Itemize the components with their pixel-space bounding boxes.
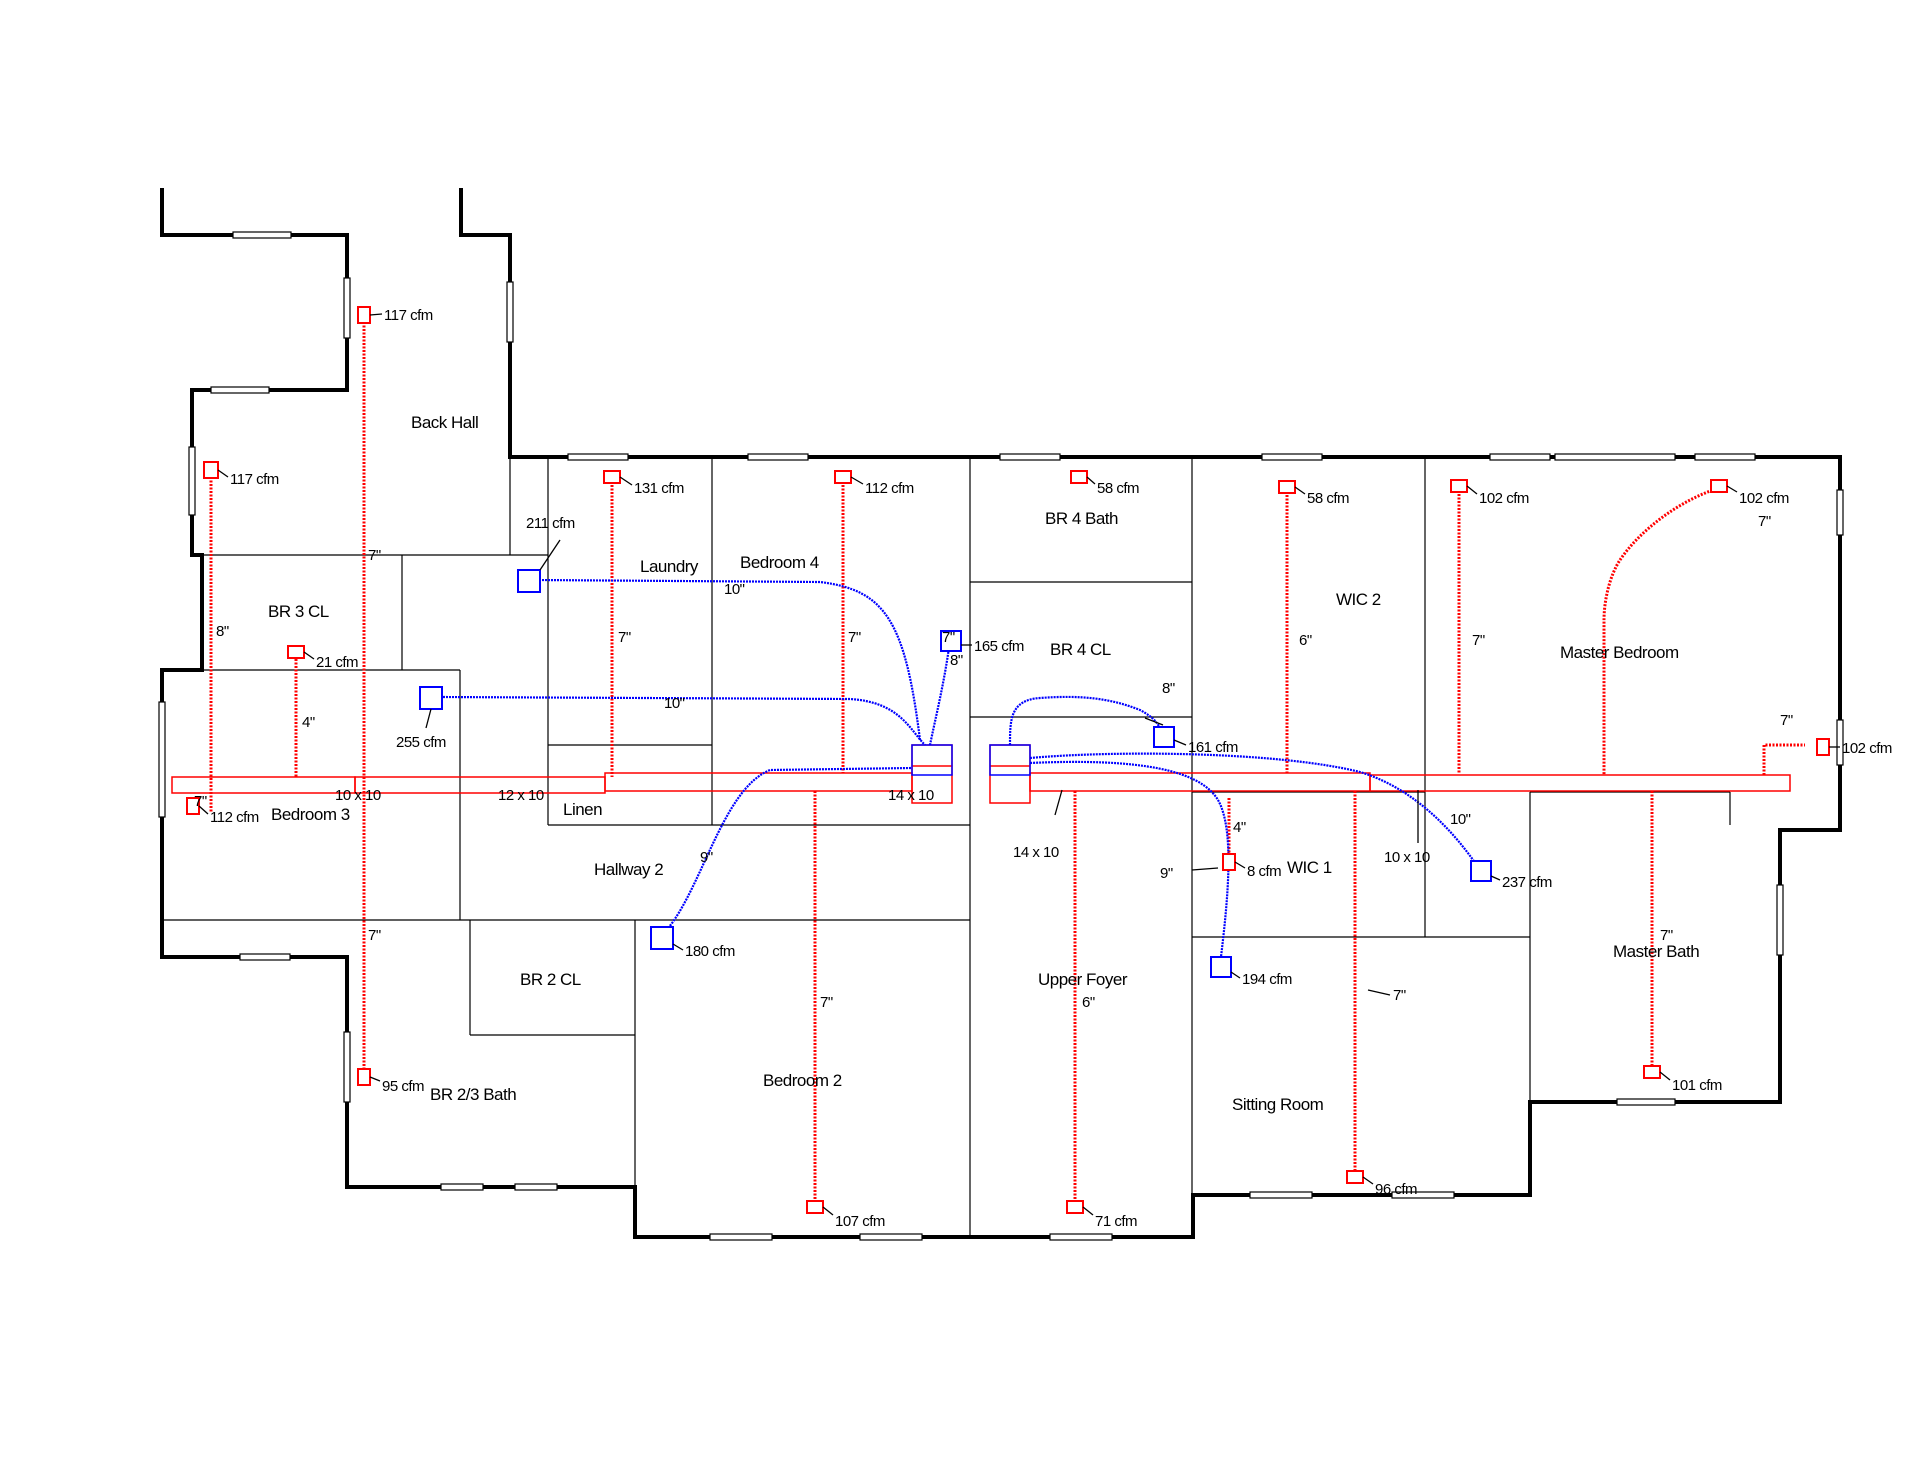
duct-size-d13: 7" bbox=[1758, 513, 1771, 530]
room-label-bedroom3: Bedroom 3 bbox=[271, 805, 350, 824]
duct-size-d3: 4" bbox=[302, 714, 315, 731]
duct-size-d19: 9" bbox=[700, 849, 713, 866]
duct-size-d1: 7" bbox=[368, 547, 381, 564]
room-label-br3-cl: BR 3 CL bbox=[268, 602, 329, 621]
supply-cfm-br4bath: 58 cfm bbox=[1097, 480, 1139, 497]
return-cfm-hall: 255 cfm bbox=[396, 734, 446, 751]
trunk-size-t1: 10 x 10 bbox=[335, 787, 381, 804]
supply-cfm-bed3a: 21 cfm bbox=[316, 654, 358, 671]
supply-cfm-br23bath: 95 cfm bbox=[382, 1078, 424, 1095]
room-label-br23-bath: BR 2/3 Bath bbox=[430, 1085, 516, 1104]
supply-cfm-br3cl: 117 cfm bbox=[230, 471, 279, 488]
supply-cfm-backhall: 117 cfm bbox=[384, 307, 433, 324]
duct-size-d15: 7" bbox=[848, 629, 861, 646]
room-label-bedroom4: Bedroom 4 bbox=[740, 553, 819, 572]
supply-cfm-foyer: 71 cfm bbox=[1095, 1213, 1137, 1230]
trunk-size-t5: 10 x 10 bbox=[1384, 849, 1430, 866]
duct-size-d6: 7" bbox=[618, 629, 631, 646]
duct-size-d17: 9" bbox=[1160, 865, 1173, 882]
room-label-wic2: WIC 2 bbox=[1336, 590, 1381, 609]
duct-size-d9: 8" bbox=[950, 652, 963, 669]
duct-size-d5: 7" bbox=[368, 927, 381, 944]
room-label-master-bath: Master Bath bbox=[1613, 942, 1699, 961]
room-label-upper-foyer: Upper Foyer bbox=[1038, 970, 1128, 989]
duct-size-d8: 10" bbox=[664, 695, 685, 712]
return-cfm-bed2: 180 cfm bbox=[685, 943, 735, 960]
return-cfm-labels: 211 cfm 255 cfm 165 cfm 161 cfm 237 cfm … bbox=[396, 515, 1552, 988]
windows bbox=[158, 231, 1844, 1241]
duct-size-labels: 7" 8" 4" 7" 7" 7" 10" 10" 8" 8" 6" 7" 7"… bbox=[194, 513, 1793, 1011]
room-label-br4-bath: BR 4 Bath bbox=[1045, 509, 1118, 528]
interior-walls bbox=[162, 457, 1731, 1237]
duct-size-d4: 7" bbox=[194, 793, 207, 810]
return-grille-icons bbox=[419, 569, 1492, 978]
return-cfm-wic: 161 cfm bbox=[1188, 739, 1238, 756]
return-cfm-laundry: 211 cfm bbox=[526, 515, 575, 532]
return-cfm-sitting: 194 cfm bbox=[1242, 971, 1292, 988]
duct-size-d11: 6" bbox=[1299, 632, 1312, 649]
duct-size-d20: 7" bbox=[820, 994, 833, 1011]
room-label-br2-cl: BR 2 CL bbox=[520, 970, 581, 989]
duct-size-d24: 7" bbox=[942, 629, 955, 646]
room-label-wic1: WIC 1 bbox=[1287, 858, 1332, 877]
room-label-sitting-room: Sitting Room bbox=[1232, 1095, 1324, 1114]
duct-size-d7: 10" bbox=[724, 581, 745, 598]
supply-cfm-bed3b: 112 cfm bbox=[210, 809, 259, 826]
leader-lines bbox=[198, 313, 1840, 1216]
supply-trunk bbox=[171, 744, 1791, 804]
supply-cfm-mb1: 102 cfm bbox=[1479, 490, 1529, 507]
duct-size-d21: 7" bbox=[1393, 987, 1406, 1004]
supply-cfm-bed4: 112 cfm bbox=[865, 480, 914, 497]
trunk-size-t3: 14 x 10 bbox=[888, 787, 934, 804]
room-label-master-bedroom: Master Bedroom bbox=[1560, 643, 1679, 662]
return-cfm-master: 237 cfm bbox=[1502, 874, 1552, 891]
duct-size-d16: 4" bbox=[1233, 819, 1246, 836]
supply-cfm-bed2: 107 cfm bbox=[835, 1213, 885, 1230]
trunk-size-t2: 12 x 10 bbox=[498, 787, 544, 804]
return-ducts bbox=[439, 578, 1481, 966]
room-label-back-hall: Back Hall bbox=[411, 413, 478, 432]
room-labels: Back Hall BR 3 CL Laundry Bedroom 4 BR 4… bbox=[268, 413, 1700, 1114]
room-label-br4-cl: BR 4 CL bbox=[1050, 640, 1111, 659]
supply-register-icons bbox=[186, 306, 1830, 1214]
duct-size-d18: 10" bbox=[1450, 811, 1471, 828]
room-label-linen: Linen bbox=[563, 800, 602, 819]
duct-size-d2: 8" bbox=[216, 623, 229, 640]
duct-size-d12: 7" bbox=[1472, 632, 1485, 649]
duct-size-d10: 8" bbox=[1162, 680, 1175, 697]
room-label-laundry: Laundry bbox=[640, 557, 699, 576]
supply-branches bbox=[209, 315, 1805, 1207]
duct-size-d23: 7" bbox=[1660, 927, 1673, 944]
duct-size-d14: 7" bbox=[1780, 712, 1793, 729]
supply-cfm-mb2: 102 cfm bbox=[1739, 490, 1789, 507]
return-cfm-br4cl: 165 cfm bbox=[974, 638, 1024, 655]
room-label-bedroom2: Bedroom 2 bbox=[763, 1071, 842, 1090]
supply-cfm-wic1: 8 cfm bbox=[1247, 863, 1281, 880]
supply-cfm-sitting: 96 cfm bbox=[1375, 1181, 1417, 1198]
supply-cfm-laundry: 131 cfm bbox=[634, 480, 684, 497]
supply-cfm-mbath: 101 cfm bbox=[1672, 1077, 1722, 1094]
supply-cfm-wic2: 58 cfm bbox=[1307, 490, 1349, 507]
trunk-size-t4: 14 x 10 bbox=[1013, 844, 1059, 861]
duct-size-d22: 6" bbox=[1082, 994, 1095, 1011]
supply-cfm-mb3: 102 cfm bbox=[1842, 740, 1892, 757]
room-label-hallway2: Hallway 2 bbox=[594, 860, 663, 879]
supply-cfm-labels: 117 cfm 117 cfm 131 cfm 112 cfm 58 cfm 5… bbox=[210, 307, 1892, 1230]
